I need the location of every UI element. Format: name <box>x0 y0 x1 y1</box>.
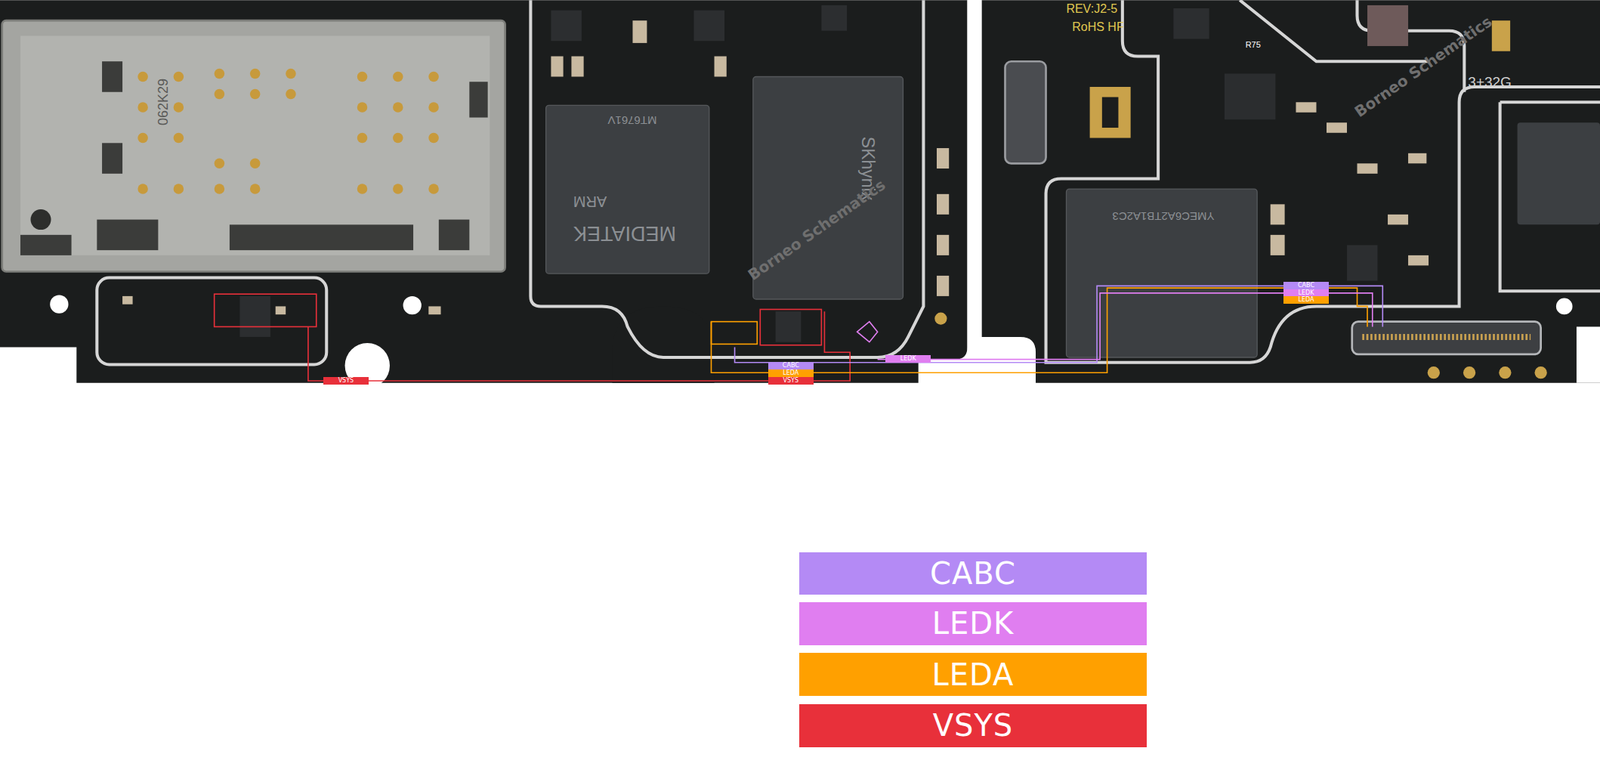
signal-tag: VSYS <box>323 376 369 385</box>
board-marking: 3+32G <box>1467 74 1512 90</box>
legend-swatch: CABC <box>799 552 1148 596</box>
board-marking: R75 <box>1245 40 1261 50</box>
board-marking: REV:J2-5 <box>1065 3 1118 16</box>
legend-text: CABC <box>929 555 1017 591</box>
legend-text: LEDA <box>931 657 1014 692</box>
board-marking: RoHS HF <box>1071 21 1124 34</box>
pcb-right <box>981 0 1600 384</box>
signal-tag: LEDA <box>1283 296 1329 304</box>
legend-text: VSYS <box>932 707 1014 743</box>
signal-tag: VSYS <box>768 376 814 385</box>
legend-text: LEDK <box>932 605 1015 641</box>
board-marking: MEDIATEK <box>573 222 677 243</box>
board-marking: YMEC6A2TB1A2C3 <box>1111 210 1214 223</box>
legend-swatch: LEDK <box>799 602 1148 646</box>
signal-tag: CABC <box>768 361 814 370</box>
board-marking: 062K29 <box>156 78 170 126</box>
board-marking: MT6761V <box>608 114 658 127</box>
pcb-left <box>0 0 968 384</box>
legend-swatch: LEDA <box>799 652 1148 696</box>
board-marking: ARM <box>573 194 607 210</box>
legend-swatch: VSYS <box>799 704 1148 748</box>
signal-tag: LEDK <box>885 355 931 363</box>
